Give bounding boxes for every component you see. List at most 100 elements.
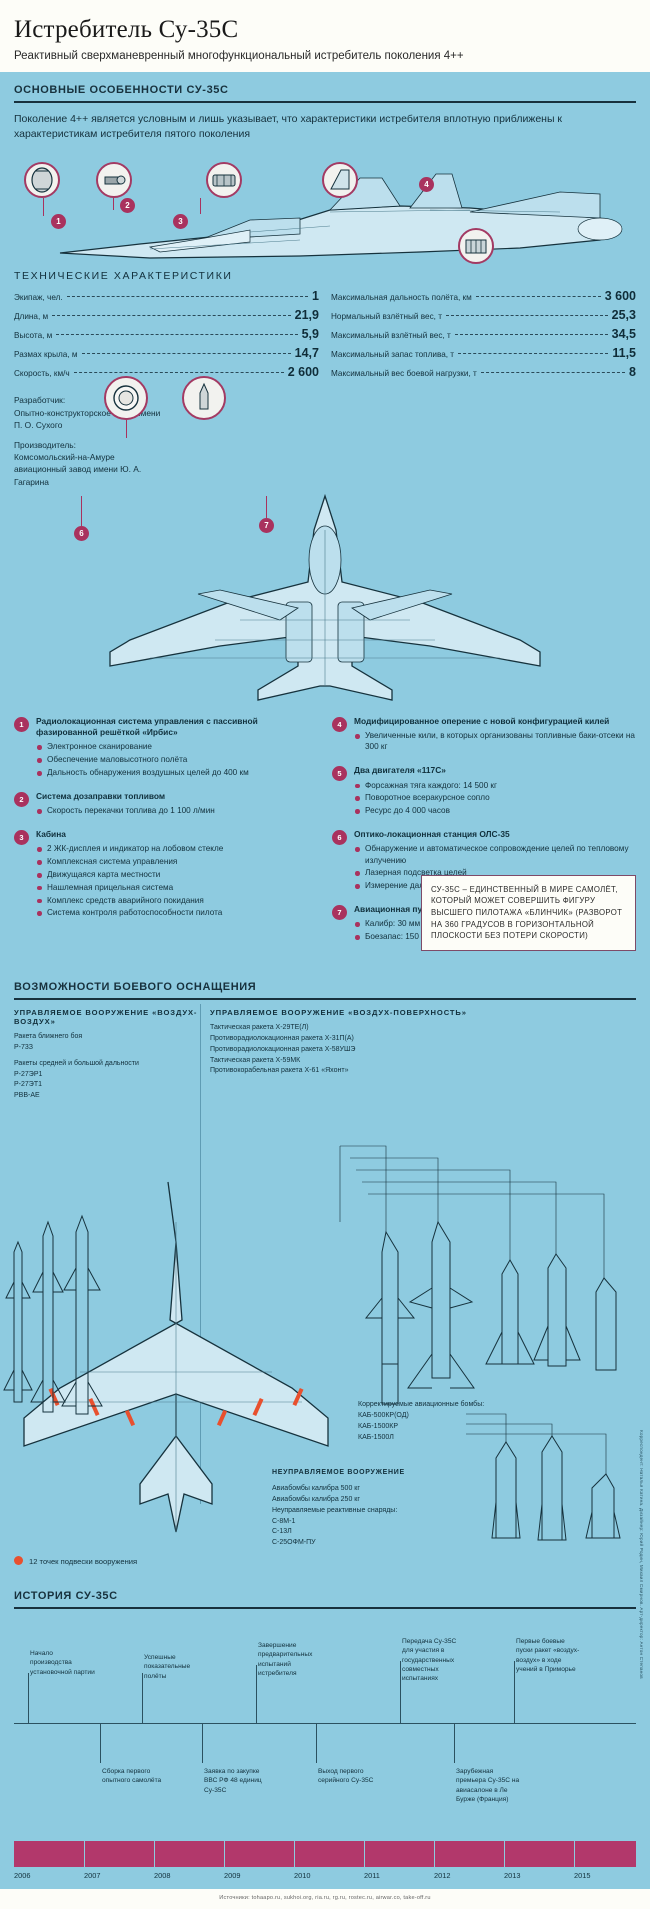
section-label-features: ОСНОВНЫЕ ОСОБЕННОСТИ СУ-35С: [14, 84, 229, 96]
spec-row: Размах крыла, м 14,7: [14, 346, 319, 360]
air-to-surface-title: УПРАВЛЯЕМОЕ ВООРУЖЕНИЕ «ВОЗДУХ-ПОВЕРХНОС…: [210, 1008, 467, 1018]
callout-bubble-2: [96, 162, 132, 199]
spec-value: 2 600: [287, 365, 319, 380]
feature-sublist: Калибр: 30 мм Боезапас: 150 снарядов: [354, 918, 636, 942]
timeline-tick: [256, 1665, 257, 1724]
feature-sublist: Скорость перекачки топлива до 1 100 л/ми…: [36, 805, 318, 816]
feature-subitem: Калибр: 30 мм: [354, 918, 636, 929]
weapon-item: РВВ-АЕ: [14, 1092, 40, 1100]
spec-label: Максимальный вес боевой нагрузки, т: [331, 369, 477, 379]
feature-heading: Оптико-локационная станция ОЛС-35: [354, 829, 510, 839]
weapons-columns: УПРАВЛЯЕМОЕ ВООРУЖЕНИЕ «ВОЗДУХ-ВОЗДУХ» Р…: [0, 1000, 650, 1505]
callout-leader-6: [81, 495, 82, 526]
feature-item: 2 Система дозаправки топливом Скорость п…: [14, 791, 318, 818]
feature-number: 6: [332, 830, 347, 845]
year-label: 2007: [84, 1871, 101, 1881]
air-to-air-column: УПРАВЛЯЕМОЕ ВООРУЖЕНИЕ «ВОЗДУХ-ВОЗДУХ» Р…: [14, 1008, 200, 1102]
feature-sublist: Увеличенные кили, в которых организованы…: [354, 730, 636, 753]
spec-value: 1: [312, 289, 319, 304]
callout-leader-3: [200, 198, 201, 215]
spec-label: Размах крыла, м: [14, 350, 78, 360]
aircraft-top-view: 6 7: [0, 490, 650, 710]
year-label: 2015: [574, 1871, 591, 1881]
callout-num-1: 1: [51, 214, 66, 230]
weapon-item: Противокорабельная ракета Х-61 «Яхонт»: [210, 1067, 349, 1075]
leader-dots: [480, 372, 626, 374]
timeline-tick: [400, 1661, 401, 1724]
feature-subitem: Лазерная подсветка целей: [354, 867, 636, 878]
unguided-item: С-25ОФМ-ПУ: [272, 1539, 316, 1547]
highlight-quote-box: СУ-35С – ЕДИНСТВЕННЫЙ В МИРЕ САМОЛЁТ, КО…: [421, 874, 636, 952]
unguided-item: С-8М-1: [272, 1517, 296, 1525]
spec-value: 21,9: [294, 308, 319, 323]
guided-bomb-item: КАБ-500КР(ОД): [358, 1411, 409, 1419]
year-label: 2012: [434, 1871, 451, 1881]
feature-subitem: Форсажная тяга каждого: 14 500 кг: [354, 780, 636, 791]
weapon-group-head: Ракеты средней и большой дальности: [14, 1059, 139, 1067]
callout-leader-2: [113, 198, 114, 211]
manufacturer-text: Производитель: Комсомольский-на-Амуре ав…: [14, 440, 142, 487]
year-bar: [14, 1841, 636, 1868]
feature-heading: Авиационная пушка ГШ-30-1: [354, 904, 473, 915]
callout-num-3: 3: [173, 214, 188, 230]
feature-subitem: Комплекс средств аварийного покидания: [36, 895, 318, 906]
timeline-tick: [514, 1661, 515, 1724]
hardpoints-legend: 12 точек подвески вооружения: [0, 1556, 650, 1578]
feature-number: 2: [14, 791, 29, 807]
weapon-item: Р-27ЭТ1: [14, 1081, 42, 1089]
feature-sublist: Форсажная тяга каждого: 14 500 кг Поворо…: [354, 780, 636, 817]
weapons-section: ВОЗМОЖНОСТИ БОЕВОГО ОСНАЩЕНИЯ УПРАВЛЯЕМО…: [0, 969, 650, 1579]
timeline-event-bottom: Выход первого серийного Су-35С: [318, 1768, 374, 1785]
leader-dots: [475, 296, 601, 298]
detail-bubble-missile: [182, 376, 226, 421]
timeline-event-bottom: Заявка по закупке ВВС РФ 48 единиц Су-35…: [204, 1768, 262, 1794]
feature-item: 1 Радиолокационная система управления с …: [14, 716, 318, 780]
spec-row: Экипаж, чел.1: [14, 289, 319, 303]
spec-label: Высота, м: [14, 331, 53, 341]
callout-num-6: 6: [74, 525, 89, 541]
feature-item: 7 Авиационная пушка ГШ-30-1 Калибр: 30 м…: [332, 904, 636, 944]
leader-dots: [52, 315, 291, 317]
spec-value: 14,7: [294, 346, 319, 361]
unguided-block: НЕУПРАВЛЯЕМОЕ ВООРУЖЕНИЕ Авиабомбы калиб…: [272, 1468, 422, 1549]
feature-subitem: Обеспечение маловысотного полёта: [36, 754, 318, 765]
feature-subitem: Движущаяся карта местности: [36, 869, 318, 880]
feature-number: 4: [332, 716, 347, 732]
guided-bomb-item: КАБ-1500КР: [358, 1422, 398, 1430]
detail-leader-engine: [126, 420, 127, 439]
main-features-section: ОСНОВНЫЕ ОСОБЕННОСТИ СУ-35С Поколение 4+…: [0, 72, 650, 970]
year-axis: 2006 2007 2008 2009 2010 2011 2012 2013 …: [14, 1837, 636, 1889]
spec-value: 8: [629, 365, 636, 380]
feature-heading: Модифицированное оперение с новой конфиг…: [354, 715, 610, 726]
page-title: Истребитель Су-35С: [14, 16, 239, 43]
spec-label: Скорость, км/ч: [14, 369, 70, 379]
hardpoint-dot-icon: [14, 1556, 23, 1566]
spec-value: 3 600: [604, 289, 636, 304]
weapons-diagram: Корректируемые авиационные бомбы: КАБ-50…: [0, 1102, 650, 1562]
weapon-item: Противорадиолокационная ракета Х-58УШЭ: [210, 1045, 356, 1053]
feature-heading: Система дозаправки топливом: [36, 790, 166, 801]
feature-subitem: Увеличенные кили, в которых организованы…: [354, 730, 636, 753]
section-label-weapons: ВОЗМОЖНОСТИ БОЕВОГО ОСНАЩЕНИЯ: [14, 981, 257, 994]
weapon-item: Тактическая ракета Х-29ТЕ(Л): [210, 1024, 309, 1032]
feature-subitem: Нашлемная прицельная система: [36, 882, 318, 893]
timeline-event-bottom: Зарубежная премьера Су-35С на авиасалоне…: [456, 1768, 520, 1803]
timeline-event-top: Успешные показательные полёты: [144, 1654, 191, 1680]
unguided-item: Авиабомбы калибра 500 кг: [272, 1484, 360, 1492]
timeline-event-top: Передача Су-35С для участия в государств…: [402, 1638, 457, 1682]
timeline-event-top: Завершение предварительных испытаний ист…: [258, 1642, 313, 1677]
aircraft-side-view: 1 2 3 4: [0, 148, 650, 266]
feature-item: 3 Кабина 2 ЖК-дисплея и индикатор на лоб…: [14, 829, 318, 920]
air-to-air-title: УПРАВЛЯЕМОЕ ВООРУЖЕНИЕ «ВОЗДУХ-ВОЗДУХ»: [14, 1008, 198, 1027]
feature-subitem: Обнаружение и автоматическое сопровожден…: [354, 843, 636, 866]
air-to-surface-list: Тактическая ракета Х-29ТЕ(Л) Противоради…: [210, 1023, 636, 1077]
feature-number: 5: [332, 766, 347, 782]
feature-subitem: Система контроля работоспособности пилот…: [36, 907, 318, 918]
weapon-item: Противорадиолокационная ракета Х-31П(А): [210, 1034, 354, 1042]
callout-leader-1: [43, 198, 44, 217]
